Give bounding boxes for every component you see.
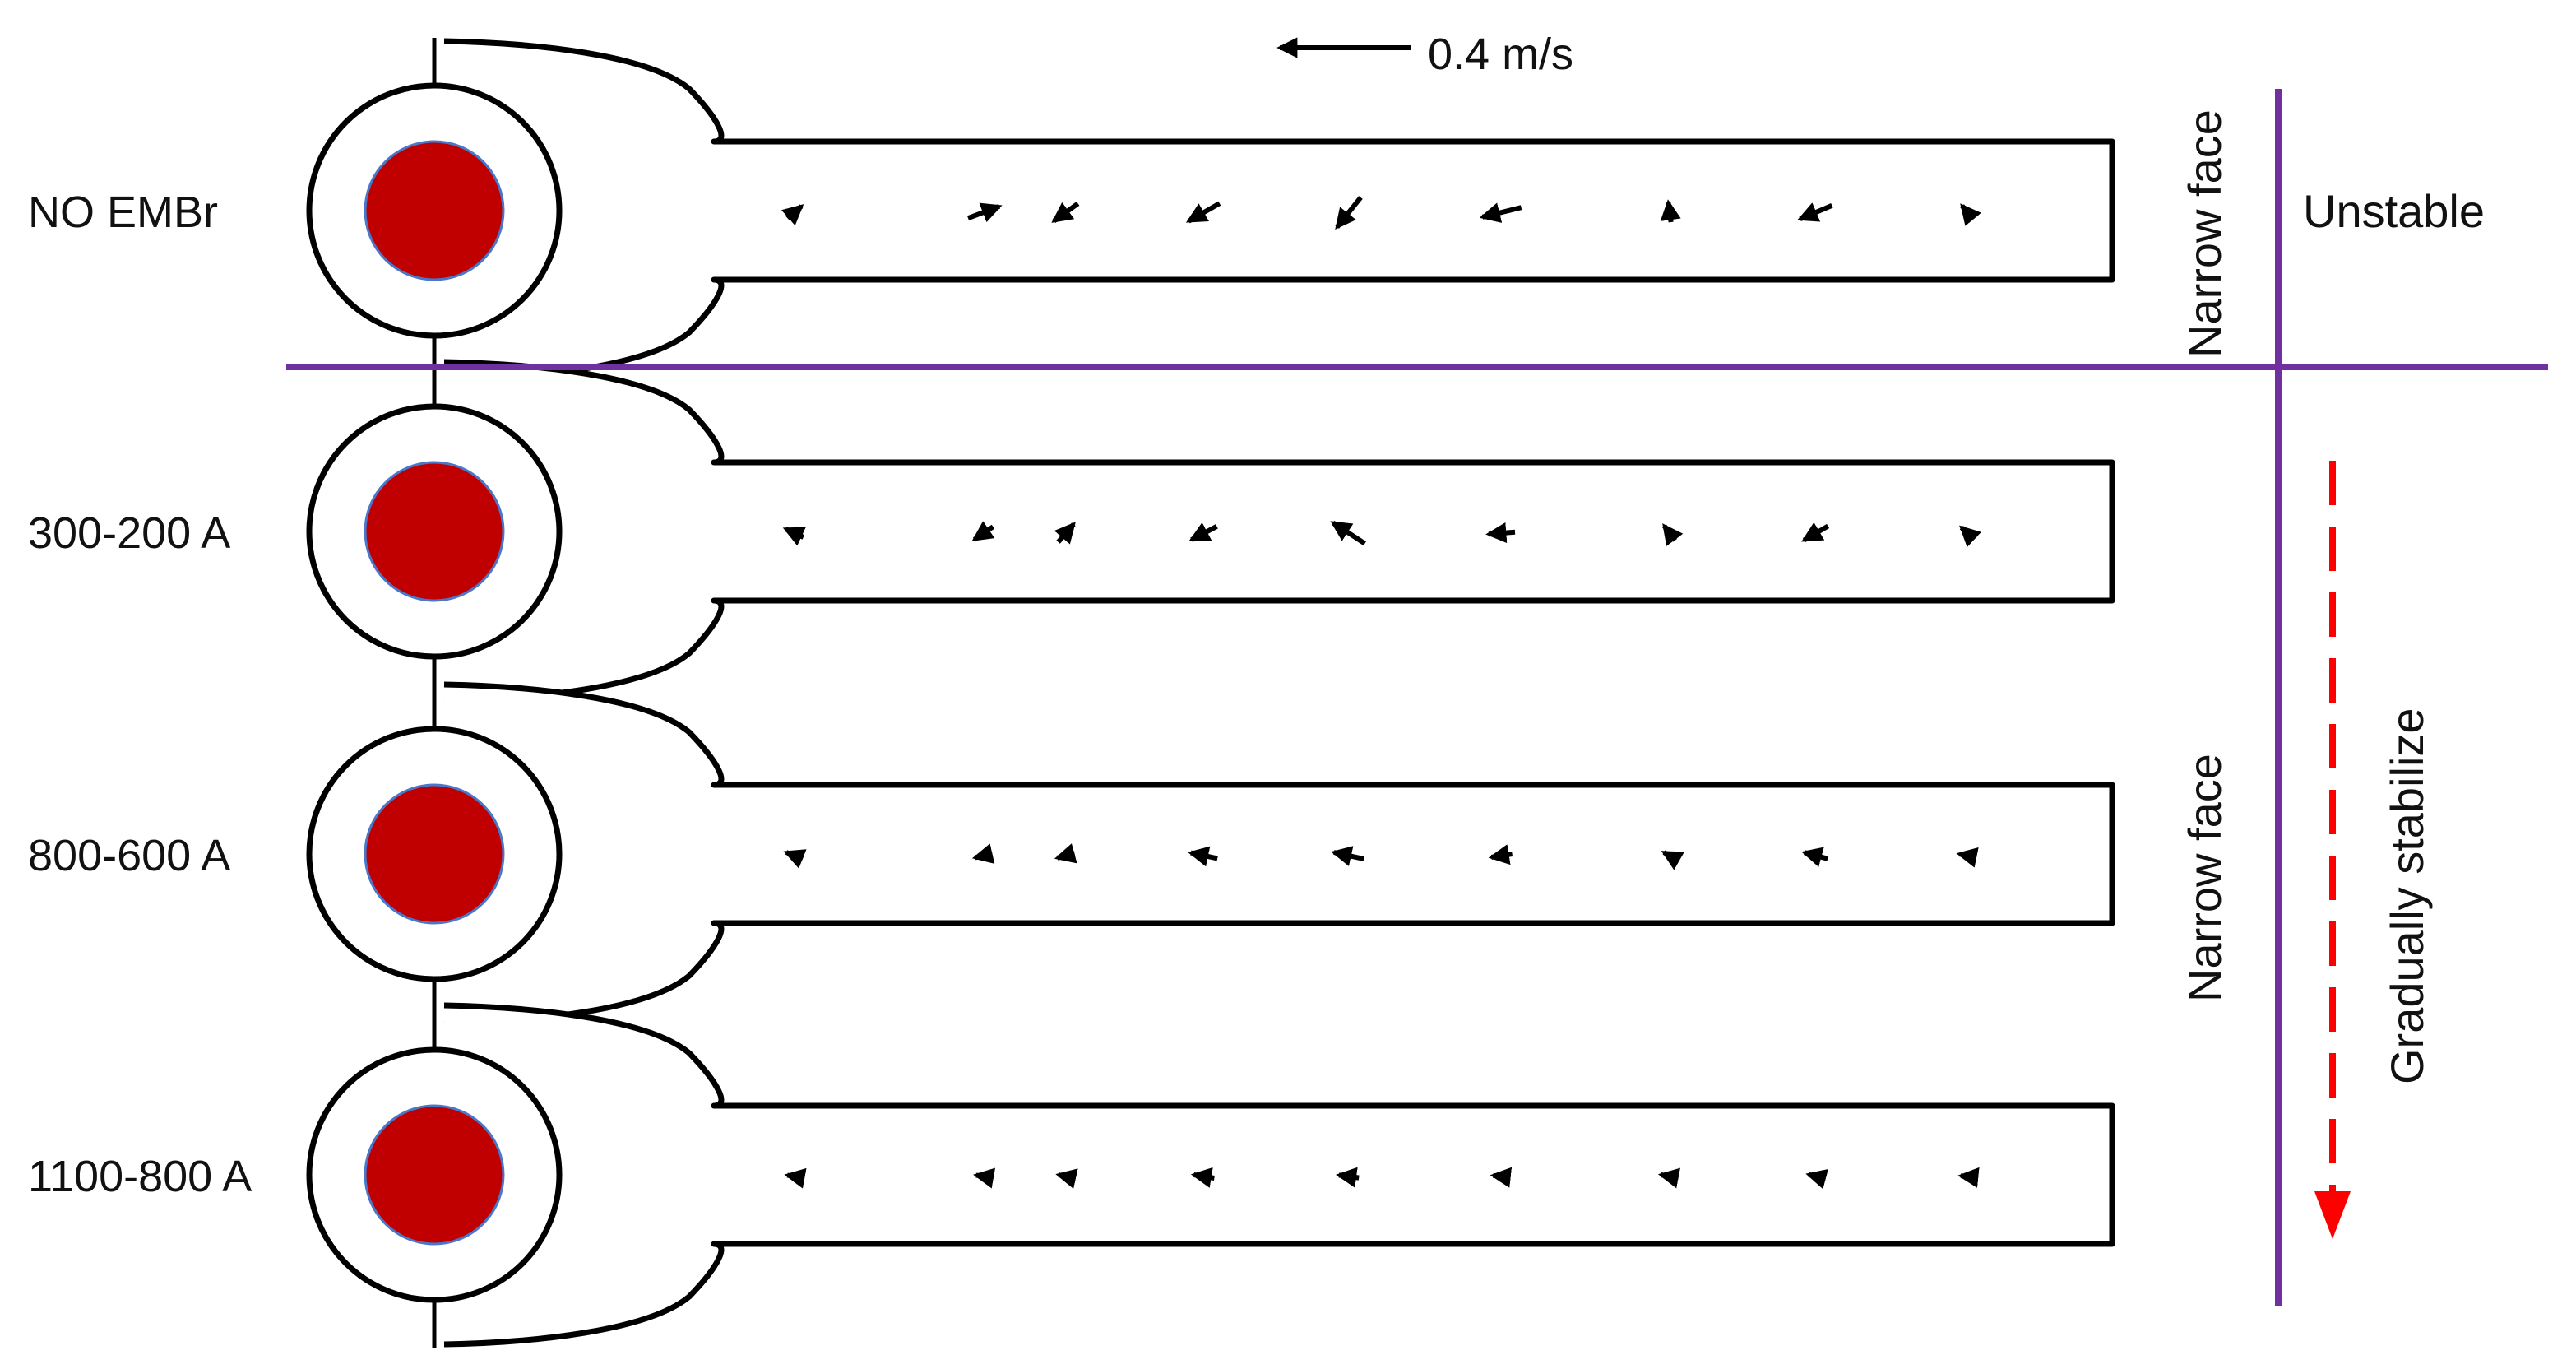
velocity-vector [1801, 847, 1828, 867]
velocity-vector [1188, 522, 1218, 542]
velocity-vector [1330, 520, 1367, 546]
gradually-stabilize-label: Gradually stabilize [2381, 708, 2433, 1084]
velocity-vector [1054, 843, 1077, 864]
mold-row: 800-600 A [28, 681, 2115, 1027]
velocity-vector [1335, 196, 1363, 230]
stabilize-trend-arrow [2314, 461, 2351, 1239]
velocity-vector [1660, 199, 1681, 223]
mold-row: NO EMBr [28, 38, 2115, 383]
narrow-face-label-top: Narrow face [2179, 109, 2231, 358]
row-label: 800-600 A [28, 831, 230, 880]
mold-outline [443, 1002, 2115, 1348]
velocity-vector [971, 521, 995, 542]
unstable-label: Unstable [2303, 185, 2485, 237]
velocity-vector [1960, 203, 1981, 226]
velocity-vector [1051, 201, 1080, 224]
velocity-vector [1188, 846, 1218, 867]
velocity-vector [1662, 523, 1684, 546]
mold-outline [443, 38, 2115, 383]
row-label: 1100-800 A [28, 1152, 252, 1201]
mold-row: 1100-800 A [28, 1002, 2115, 1348]
nozzle-core [364, 783, 505, 925]
velocity-vector [966, 202, 1003, 223]
scale-label: 0.4 m/s [1428, 30, 1573, 79]
velocity-vector [1490, 1167, 1513, 1188]
velocity-vector [1661, 850, 1684, 870]
nozzle-core [364, 1104, 505, 1246]
velocity-vector [781, 204, 804, 226]
velocity-vector [1185, 201, 1221, 224]
velocity-vector [973, 1167, 996, 1189]
velocity-vector [784, 1167, 807, 1189]
velocity-vector [1485, 522, 1516, 544]
velocity-vector [1797, 202, 1833, 222]
velocity-vector [1957, 1167, 1980, 1188]
mold-outline [443, 681, 2115, 1027]
velocity-vector [1055, 1168, 1078, 1189]
mold-outline [443, 359, 2115, 704]
velocity-vector [783, 849, 807, 869]
velocity-vector [1190, 1167, 1215, 1188]
velocity-vector [1479, 202, 1522, 223]
nozzle-core [364, 140, 505, 281]
mold-rows: NO EMBr 300-200 A 800-600 A 1100-800 A [28, 38, 2115, 1348]
velocity-vector [782, 527, 806, 546]
velocity-vector [1336, 1167, 1360, 1188]
mold-row: 300-200 A [28, 359, 2115, 704]
row-label: NO EMBr [28, 188, 218, 237]
velocity-vector [1657, 1167, 1681, 1189]
trend-arrow-head [2314, 1191, 2351, 1239]
velocity-vector [1331, 846, 1364, 866]
velocity-vector [1956, 847, 1979, 868]
velocity-vector [1805, 1168, 1828, 1190]
velocity-vector [1959, 525, 1982, 548]
velocity-vector [1054, 522, 1076, 545]
velocity-scale: 0.4 m/s [1276, 30, 1573, 79]
velocity-vector [971, 843, 995, 864]
row-label: 300-200 A [28, 508, 230, 558]
narrow-face-label-bottom: Narrow face [2179, 754, 2231, 1002]
velocity-vector [1488, 844, 1513, 865]
nozzle-core [364, 461, 505, 602]
velocity-vector [1801, 522, 1830, 543]
